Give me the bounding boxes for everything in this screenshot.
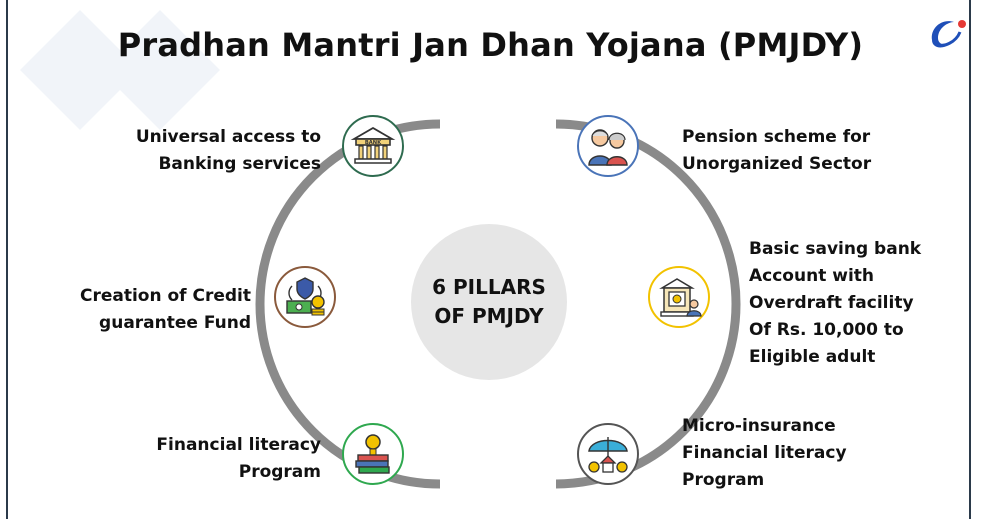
bank-sign-text: BANK	[365, 140, 382, 146]
pillar-node-credit	[274, 266, 336, 328]
pillar-label-credit: Creation of Credit guarantee Fund	[79, 286, 251, 333]
center-line-2: OF PMJDY	[434, 304, 544, 328]
pillar-node-literacy	[342, 423, 404, 485]
center-circle: 6 PILLARS OF PMJDY	[411, 224, 567, 380]
elderly-couple-icon	[588, 129, 628, 166]
brand-logo-icon	[931, 20, 966, 48]
pillar-label-pension: Pension scheme for Unorganized Sector	[682, 127, 872, 174]
pillar-node-account	[648, 266, 710, 328]
umbrella-house-icon	[588, 437, 628, 473]
pillar-node-banking: BANK	[342, 115, 404, 177]
pillar-node-insurance	[577, 423, 639, 485]
page-frame	[6, 0, 971, 519]
pillar-label-banking: Universal access to Banking services	[135, 127, 321, 174]
page-title: Pradhan Mantri Jan Dhan Yojana (PMJDY)	[117, 26, 864, 64]
watermark-icon	[20, 10, 220, 130]
bank-account-icon	[659, 278, 702, 317]
credit-guarantee-icon	[286, 277, 325, 316]
coins-books-icon	[355, 434, 390, 474]
bank-icon: BANK	[350, 126, 396, 164]
pillar-label-literacy: Financial literacy Program	[156, 435, 321, 482]
pillar-node-pension	[577, 115, 639, 177]
ring-arc-right	[555, 119, 741, 489]
pillar-label-insurance: Micro-insurance Financial literacy Progr…	[682, 416, 847, 490]
center-line-1: 6 PILLARS	[432, 275, 546, 299]
pillar-label-account: Basic saving bank Account with Overdraft…	[749, 239, 922, 367]
